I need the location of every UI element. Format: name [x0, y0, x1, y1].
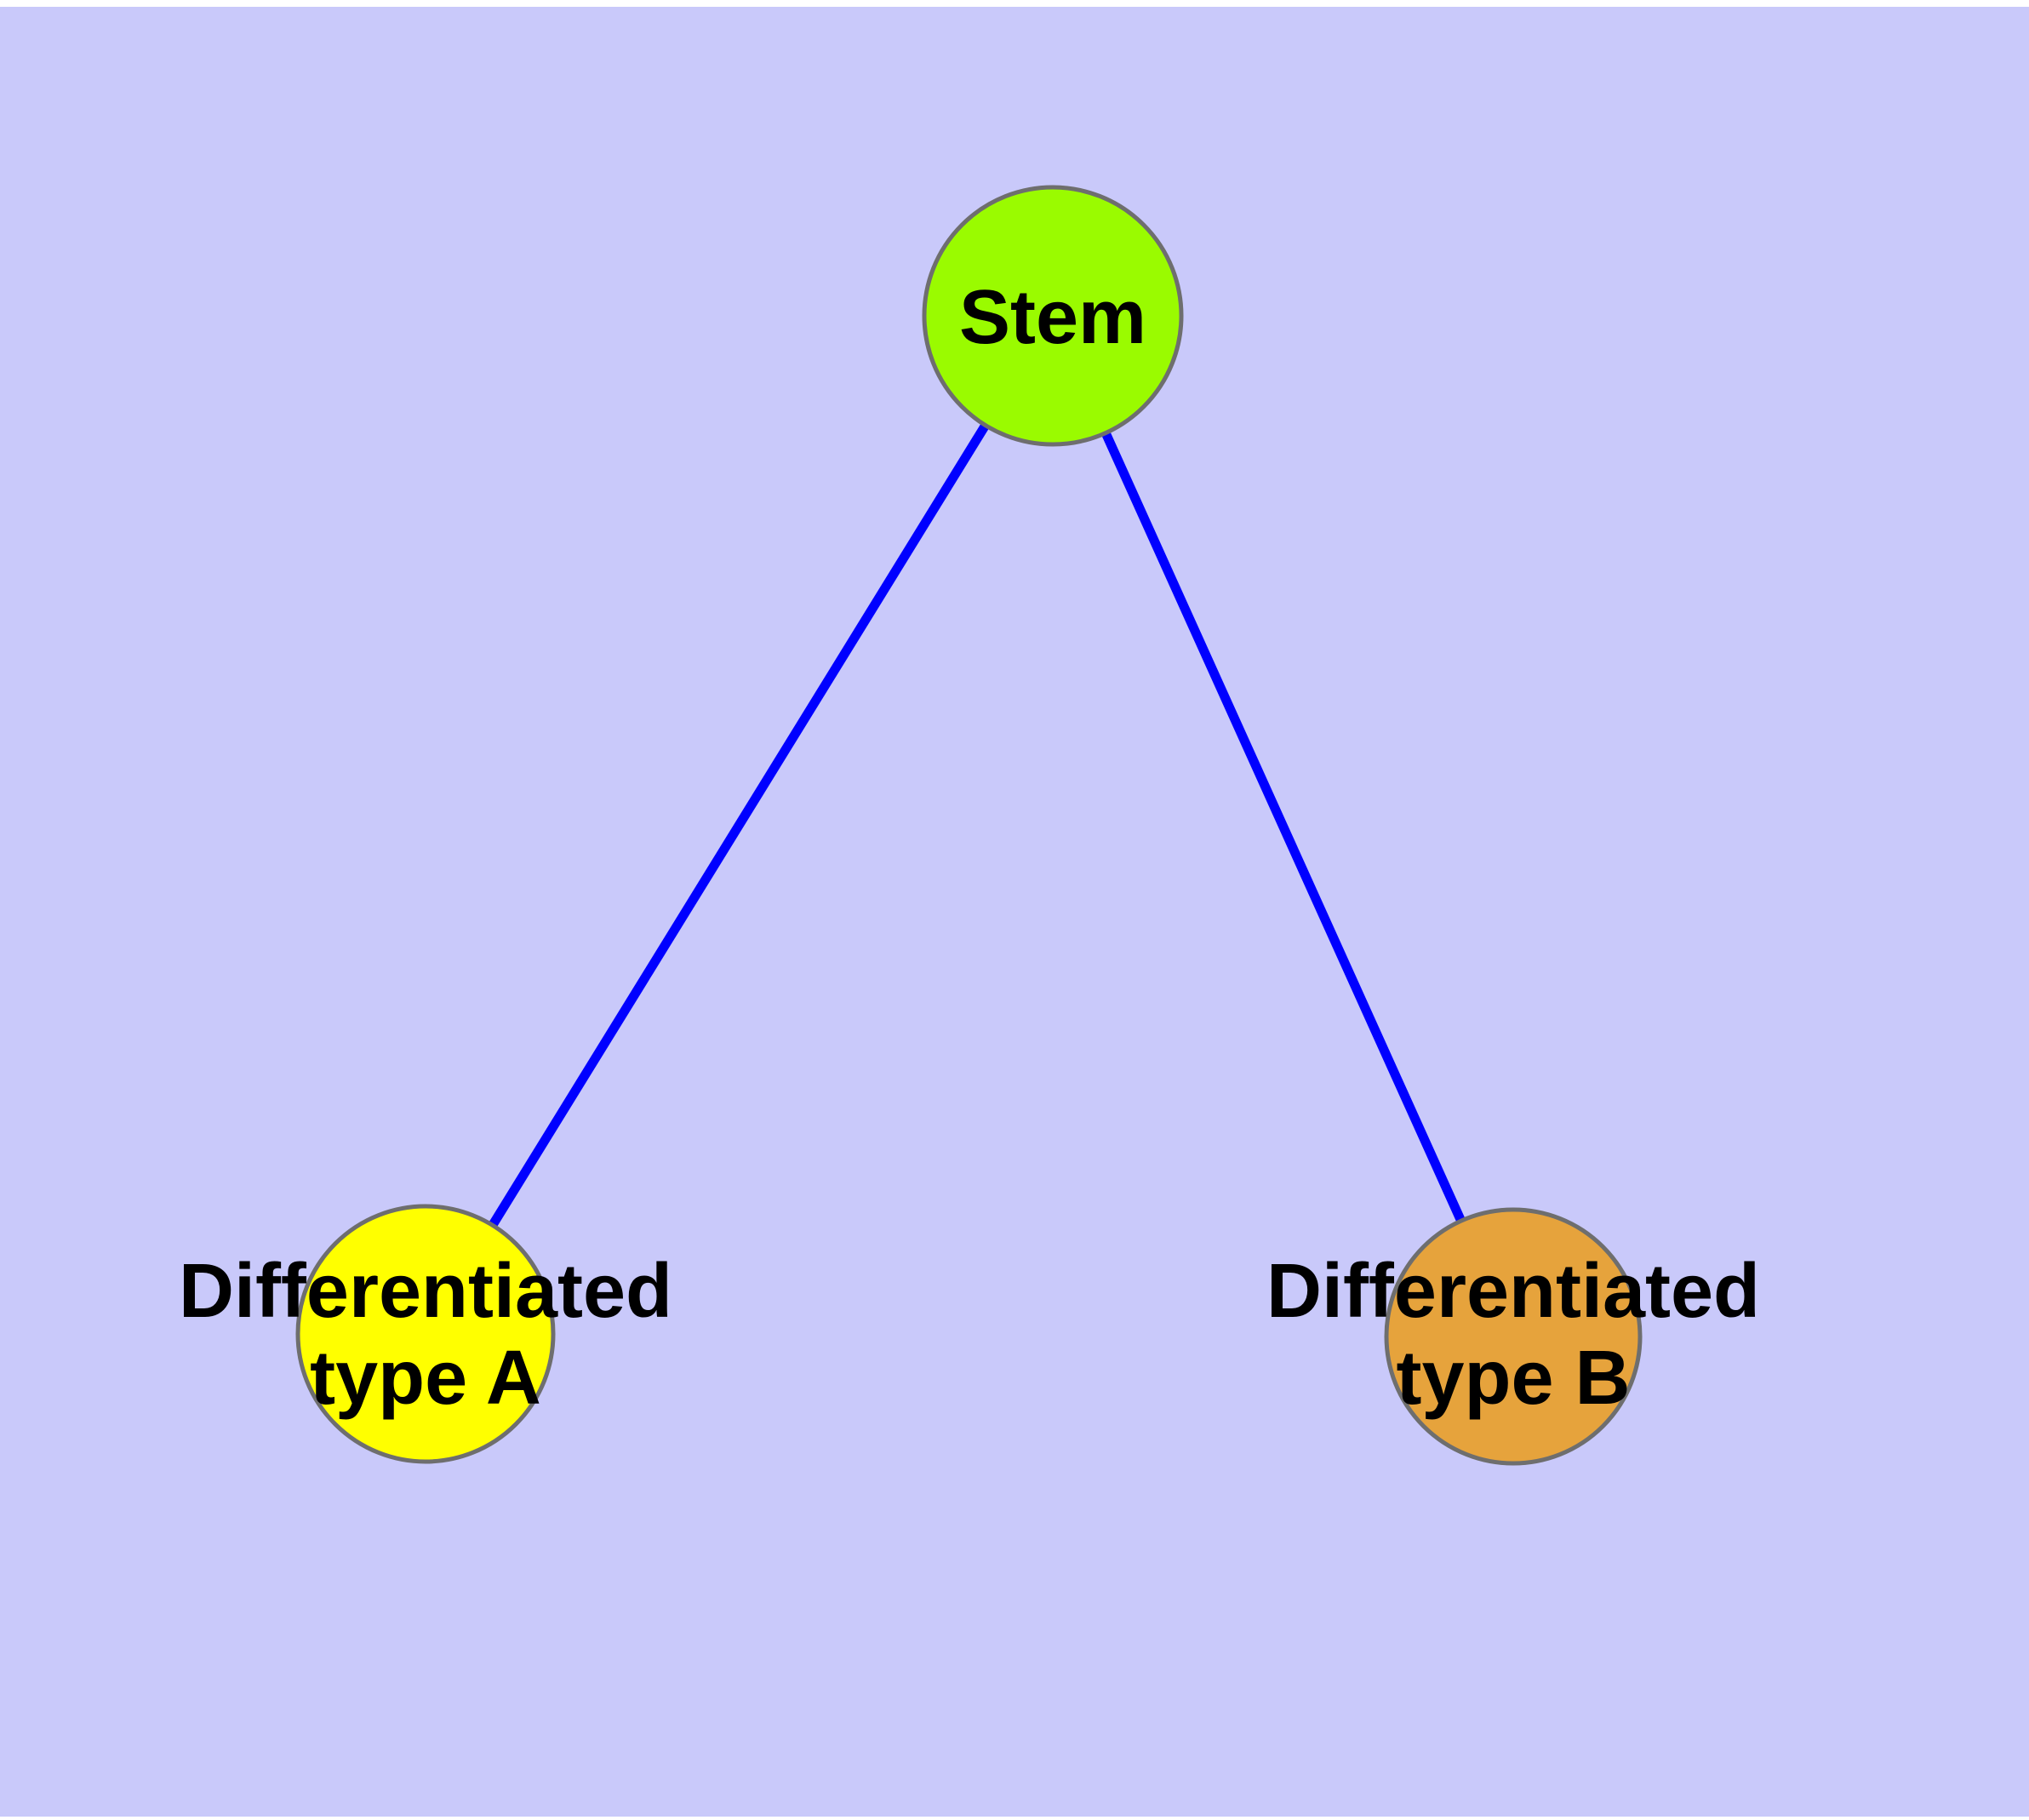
differentiated-type-a-label-line2: type A: [310, 1336, 541, 1421]
stem-node-label: Stem: [958, 275, 1147, 360]
differentiated-type-a-node-label: Differentiated type A: [85, 1248, 766, 1422]
differentiated-type-a-node-circle: [295, 1204, 556, 1464]
differentiated-type-b-node-label: Differentiated type B: [1173, 1248, 1854, 1422]
edge-stem-to-type-b: [1048, 313, 1518, 1339]
stem-node-circle: [922, 185, 1184, 447]
differentiated-type-b-label-line2: type B: [1396, 1336, 1631, 1421]
differentiated-type-a-label-line1: Differentiated: [178, 1249, 673, 1334]
differentiated-type-b-node-circle: [1384, 1207, 1643, 1466]
differentiated-type-b-label-line1: Differentiated: [1266, 1249, 1761, 1334]
edge-stem-to-type-a: [421, 313, 1057, 1336]
